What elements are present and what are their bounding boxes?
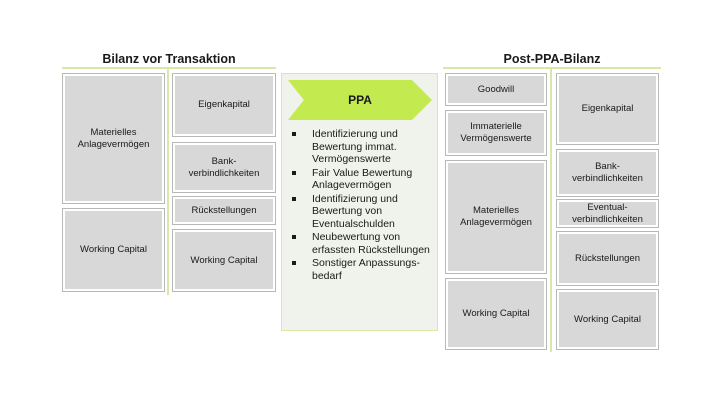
left-divider <box>167 67 169 295</box>
right-asset-intangible: Immaterielle Vermögenswerte <box>445 110 547 156</box>
left-liab-provisions: Rückstellungen <box>172 196 276 225</box>
right-asset-tangible: Materielles Anlagevermögen <box>445 160 547 274</box>
right-title-underline <box>443 67 661 69</box>
right-liab-equity: Eigenkapital <box>556 73 659 145</box>
ppa-item: Identifizierung und Bewertung immat. Ver… <box>290 128 436 166</box>
ppa-item: Sonstiger Anpassungs-bedarf <box>290 257 436 282</box>
ppa-item: Identifizierung und Bewertung von Eventu… <box>290 193 436 231</box>
right-liab-provisions: Rückstellungen <box>556 231 659 286</box>
ppa-item: Neubewertung von erfassten Rückstellunge… <box>290 231 436 256</box>
ppa-panel: PPA Identifizierung und Bewertung immat.… <box>281 73 438 331</box>
left-title-underline <box>62 67 276 69</box>
left-liab-equity: Eigenkapital <box>172 73 276 137</box>
ppa-list: Identifizierung und Bewertung immat. Ver… <box>290 128 436 283</box>
left-asset-tangible: Materielles Anlagevermögen <box>62 73 165 204</box>
right-liab-bank: Bank- verbindlichkeiten <box>556 149 659 197</box>
left-balance-title: Bilanz vor Transaktion <box>102 52 236 66</box>
left-asset-working-capital: Working Capital <box>62 208 165 292</box>
right-asset-working-capital: Working Capital <box>445 278 547 350</box>
left-liab-bank: Bank- verbindlichkeiten <box>172 142 276 193</box>
right-liab-contingent: Eventual- verbindlichkeiten <box>556 199 659 228</box>
ppa-item: Fair Value Bewertung Anlagevermögen <box>290 167 436 192</box>
ppa-arrow: PPA <box>288 80 432 120</box>
left-liab-working-capital: Working Capital <box>172 229 276 292</box>
right-balance-title: Post-PPA-Bilanz <box>503 52 601 66</box>
right-liab-working-capital: Working Capital <box>556 289 659 350</box>
right-divider <box>550 67 552 352</box>
ppa-label: PPA <box>348 93 372 107</box>
right-asset-goodwill: Goodwill <box>445 73 547 106</box>
